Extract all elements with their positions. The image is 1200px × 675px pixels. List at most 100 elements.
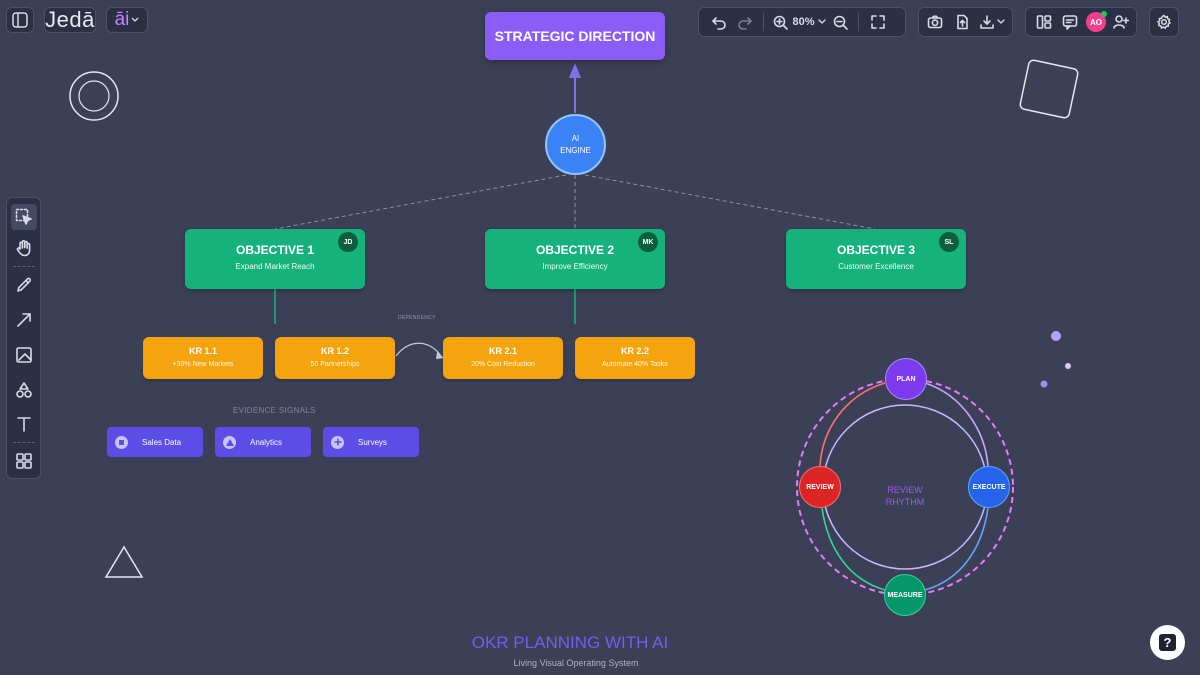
shapes-icon bbox=[16, 382, 32, 398]
left-tool-palette bbox=[6, 197, 41, 479]
objective-2-node[interactable]: OBJECTIVE 2 Improve Efficiency MK bbox=[485, 229, 665, 289]
cycle-execute-node[interactable]: EXECUTE bbox=[968, 466, 1010, 508]
evidence-analytics[interactable]: Analytics bbox=[215, 427, 311, 457]
jeda-logo[interactable]: Jedā bbox=[44, 7, 96, 33]
kr-title: KR 1.2 bbox=[320, 346, 349, 356]
sidebar-toggle-button[interactable] bbox=[6, 7, 34, 33]
evidence-label: Sales Data bbox=[142, 437, 182, 447]
zoom-in-icon bbox=[773, 15, 788, 30]
kr-subtitle: Automate 40% Tasks bbox=[602, 361, 668, 368]
strategic-direction-node[interactable]: STRATEGIC DIRECTION bbox=[485, 12, 665, 60]
download-dropdown-button[interactable] bbox=[975, 8, 1009, 36]
review-rhythm-line2: RHYTHM bbox=[885, 497, 925, 507]
hand-tool-button[interactable] bbox=[11, 235, 37, 261]
redo-button[interactable] bbox=[733, 8, 757, 36]
toolbar-divider bbox=[858, 13, 859, 31]
objective-subtitle: Improve Efficiency bbox=[542, 262, 608, 271]
select-cursor-icon bbox=[15, 208, 32, 225]
owner-badge: SL bbox=[939, 232, 959, 252]
shapes-tool-button[interactable] bbox=[11, 377, 37, 403]
objective-1-node[interactable]: OBJECTIVE 1 Expand Market Reach JD bbox=[185, 229, 365, 289]
zoom-level-dropdown[interactable]: 80% bbox=[790, 8, 828, 36]
review-rhythm-line1: REVIEW bbox=[887, 485, 923, 495]
evidence-sales-data[interactable]: Sales Data bbox=[107, 427, 203, 457]
help-icon: ? bbox=[1159, 634, 1176, 651]
dependency-label: DEPENDENCY bbox=[398, 315, 436, 321]
kr-1-1-node[interactable]: KR 1.1 +30% New Markets bbox=[143, 337, 263, 379]
engine-label-line1: AI bbox=[571, 133, 580, 143]
cycle-label: MEASURE bbox=[887, 591, 923, 599]
comments-button[interactable] bbox=[1058, 8, 1082, 36]
pencil-icon bbox=[17, 277, 32, 292]
tool-divider bbox=[13, 266, 35, 267]
zoom-out-button[interactable] bbox=[828, 8, 852, 36]
ai-engine-node[interactable]: AI ENGINE bbox=[545, 114, 606, 175]
help-button[interactable]: ? bbox=[1150, 625, 1185, 660]
cycle-label: REVIEW bbox=[806, 483, 834, 491]
cycle-review-node[interactable]: REVIEW bbox=[799, 466, 841, 508]
pen-tool-button[interactable] bbox=[11, 272, 37, 298]
upload-button[interactable] bbox=[949, 8, 975, 36]
settings-button[interactable] bbox=[1149, 7, 1179, 37]
select-tool-button[interactable] bbox=[11, 204, 37, 230]
node-label: STRATEGIC DIRECTION bbox=[494, 28, 656, 44]
online-status-dot bbox=[1101, 11, 1107, 17]
history-zoom-toolbar: 80% bbox=[698, 7, 906, 37]
triangle-icon bbox=[223, 435, 236, 449]
evidence-label: Analytics bbox=[250, 437, 283, 447]
camera-icon bbox=[927, 15, 943, 29]
arrow-tool-button[interactable] bbox=[11, 307, 37, 333]
zoom-out-icon bbox=[833, 15, 848, 30]
undo-button[interactable] bbox=[705, 8, 733, 36]
ai-menu-button[interactable]: āi bbox=[106, 7, 148, 33]
logo-text: Jedā bbox=[45, 7, 95, 32]
objective-title: OBJECTIVE 2 bbox=[535, 243, 615, 257]
kr-subtitle: 20% Cost Reduction bbox=[471, 361, 535, 368]
review-rhythm-label: REVIEW RHYTHM bbox=[865, 484, 945, 508]
undo-icon bbox=[712, 17, 726, 30]
evidence-signals-heading: EVIDENCE SIGNALS bbox=[233, 406, 316, 415]
image-tool-button[interactable] bbox=[11, 342, 37, 368]
kr-2-2-node[interactable]: KR 2.2 Automate 40% Tasks bbox=[575, 337, 695, 379]
add-user-button[interactable] bbox=[1108, 8, 1134, 36]
user-avatar[interactable]: AO bbox=[1086, 11, 1107, 32]
kr-2-1-node[interactable]: KR 2.1 20% Cost Reduction bbox=[443, 337, 563, 379]
fit-screen-icon bbox=[871, 15, 885, 29]
kr-1-2-node[interactable]: KR 1.2 50 Partnerships bbox=[275, 337, 395, 379]
square-icon bbox=[115, 435, 128, 449]
cycle-measure-node[interactable]: MEASURE bbox=[884, 574, 926, 616]
zoom-in-button[interactable] bbox=[770, 8, 790, 36]
text-tool-button[interactable] bbox=[11, 411, 37, 437]
zoom-level-value: 80% bbox=[792, 16, 815, 28]
owner-badge: JD bbox=[338, 232, 358, 252]
objective-subtitle: Expand Market Reach bbox=[235, 262, 315, 271]
cycle-label: EXECUTE bbox=[972, 483, 1006, 491]
layout-panels-button[interactable] bbox=[1030, 8, 1058, 36]
evidence-label: Surveys bbox=[358, 437, 387, 447]
plus-icon bbox=[331, 435, 344, 449]
upload-icon bbox=[957, 14, 968, 30]
kr-subtitle: +30% New Markets bbox=[172, 361, 234, 368]
templates-tool-button[interactable] bbox=[11, 448, 37, 474]
collaboration-toolbar: AO bbox=[1025, 7, 1137, 37]
engine-label-line2: ENGINE bbox=[560, 145, 591, 155]
owner-badge: MK bbox=[638, 232, 658, 252]
toolbar-divider bbox=[763, 13, 764, 31]
text-icon bbox=[17, 417, 31, 432]
gear-icon bbox=[1156, 14, 1172, 30]
screenshot-button[interactable] bbox=[921, 8, 949, 36]
fit-to-screen-button[interactable] bbox=[865, 8, 891, 36]
canvas-subtitle: Living Visual Operating System bbox=[513, 658, 639, 668]
evidence-surveys[interactable]: Surveys bbox=[323, 427, 419, 457]
ai-label: āi bbox=[114, 9, 130, 30]
canvas-title: OKR PLANNING WITH AI bbox=[471, 633, 669, 652]
grid-icon bbox=[16, 453, 32, 469]
objective-title: OBJECTIVE 1 bbox=[235, 243, 315, 257]
decorative-square-shape bbox=[1020, 60, 1078, 118]
cycle-plan-node[interactable]: PLAN bbox=[885, 358, 927, 400]
chevron-down-icon bbox=[997, 19, 1005, 24]
objective-3-node[interactable]: OBJECTIVE 3 Customer Excellence SL bbox=[786, 229, 966, 289]
sidebar-panel-icon bbox=[12, 12, 28, 28]
kr-title: KR 2.1 bbox=[488, 346, 517, 356]
